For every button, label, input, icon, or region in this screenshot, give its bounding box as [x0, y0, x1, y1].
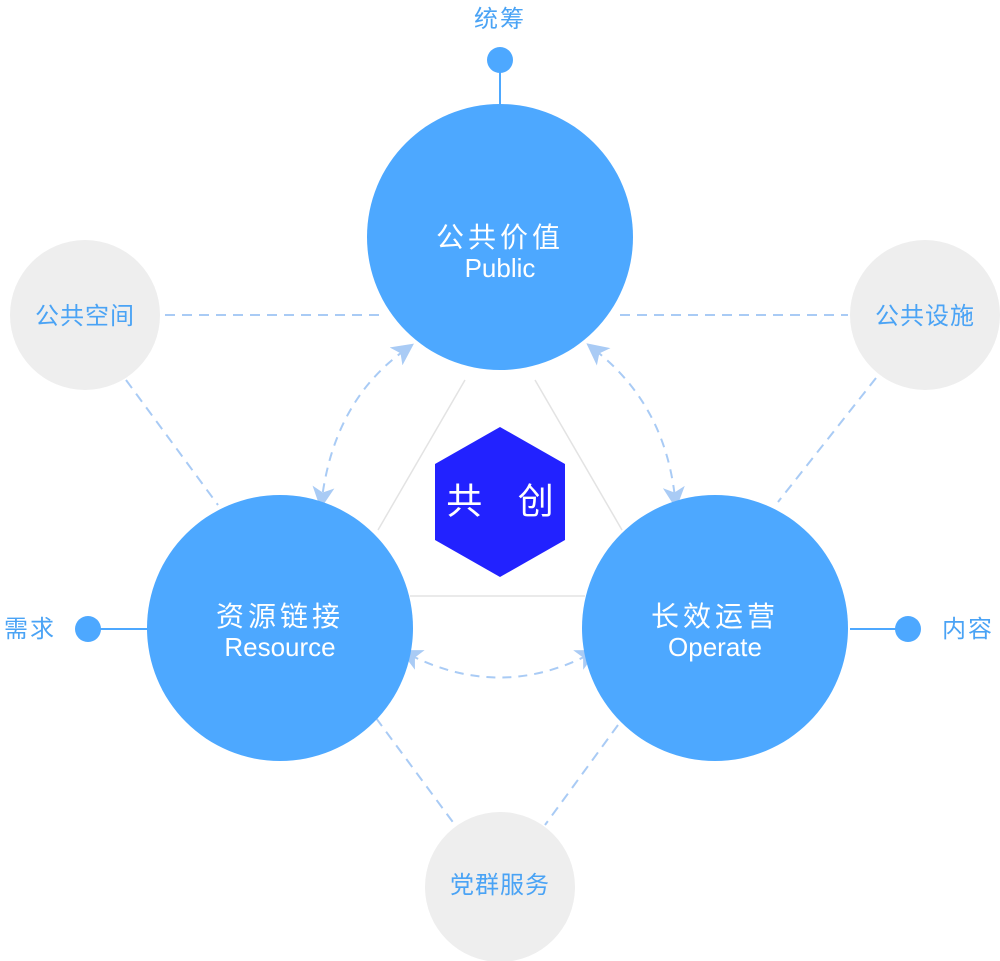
arrow-public-operate — [586, 343, 685, 509]
main-label-public: 公共价值 Public — [435, 220, 565, 284]
center-hexagon[interactable] — [435, 427, 565, 577]
endpoint-dot-coordination — [487, 47, 513, 73]
endpoint-dot-demand — [75, 616, 101, 642]
main-node-public[interactable] — [367, 104, 633, 370]
endpoint-label-coordination: 统筹 — [474, 5, 526, 34]
main-label-operate-en: Operate — [668, 632, 762, 663]
main-label-operate: 长效运营 Operate — [650, 599, 780, 663]
dashed-connectors — [125, 314, 877, 826]
main-label-resource-en: Resource — [224, 632, 336, 663]
cycle-arrows — [312, 343, 685, 679]
endpoint-label-demand: 需求 — [4, 615, 56, 644]
secondary-node-public-facilities[interactable] — [850, 240, 1000, 390]
main-label-operate-zh: 长效运营 — [650, 599, 780, 633]
secondary-node-party-services[interactable] — [425, 812, 575, 961]
endpoint-dot-content — [895, 616, 921, 642]
secondary-label-party-services: 党群服务 — [450, 871, 550, 900]
secondary-node-public-space[interactable] — [10, 240, 160, 390]
main-label-resource-zh: 资源链接 — [215, 599, 345, 633]
main-node-operate[interactable] — [582, 495, 848, 761]
dashed-line-facilities-operate — [777, 377, 877, 503]
arrow-resource-operate — [400, 649, 598, 679]
main-label-public-en: Public — [464, 253, 536, 284]
secondary-label-public-facilities: 公共设施 — [875, 302, 975, 331]
main-label-resource: 资源链接 Resource — [215, 599, 345, 663]
endpoint-label-content: 内容 — [942, 615, 994, 644]
secondary-label-public-space: 公共空间 — [35, 302, 135, 331]
dashed-line-resource-party — [375, 717, 456, 826]
dashed-line-operate-party — [544, 724, 619, 826]
main-label-public-zh: 公共价值 — [435, 220, 565, 254]
main-node-resource[interactable] — [147, 495, 413, 761]
dashed-line-space-resource — [125, 379, 219, 506]
center-label: 共 创 — [446, 481, 566, 523]
arrow-public-resource — [312, 343, 414, 509]
